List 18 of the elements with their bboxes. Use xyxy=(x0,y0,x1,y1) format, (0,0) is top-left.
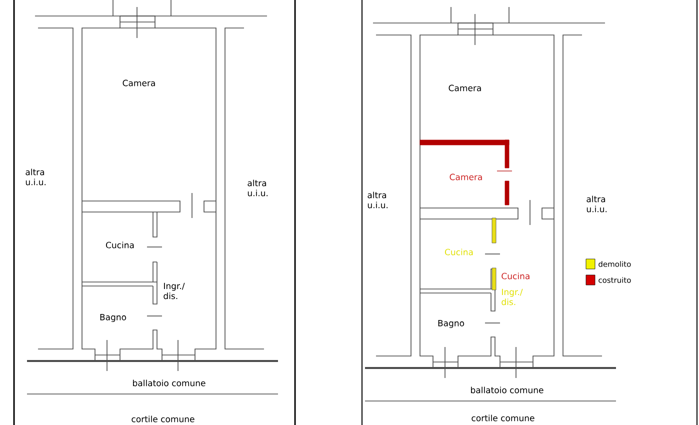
room-label: cortile comune xyxy=(472,414,534,422)
room-label: ballatoio comune xyxy=(133,380,206,386)
room-label: Camera xyxy=(448,84,481,92)
room-label: altra u.i.u. xyxy=(368,192,388,208)
room-label: cortile comune xyxy=(132,416,194,422)
room-label: altra u.i.u. xyxy=(586,196,607,212)
room-label: Cucina xyxy=(502,272,530,280)
room-label: ballatoio comune xyxy=(471,386,544,394)
room-label: Cucina xyxy=(445,248,473,256)
room-label: Ingr./ dis. xyxy=(502,288,523,306)
room-label: Ingr./ dis. xyxy=(164,282,185,300)
room-label: altra u.i.u. xyxy=(248,180,268,196)
room-label: Bagno xyxy=(100,314,126,322)
room-label: Camera xyxy=(122,80,155,86)
room-label: altra u.i.u. xyxy=(26,168,46,186)
room-label: Bagno xyxy=(438,320,464,328)
room-label: Camera xyxy=(450,174,482,180)
room-label: Cucina xyxy=(106,242,134,248)
